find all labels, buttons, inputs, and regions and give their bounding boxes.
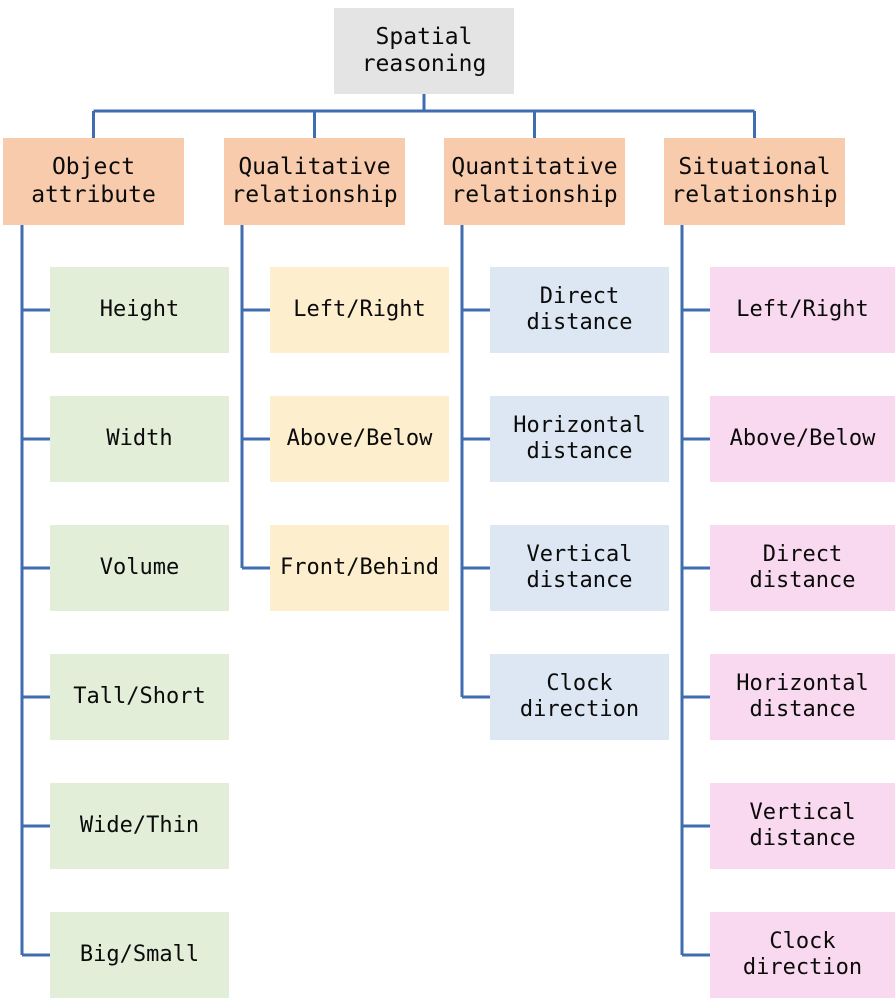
leaf-node-qualitative-relationship-2: Front/Behind <box>270 525 449 611</box>
leaf-node-object-attribute-0: Height <box>50 267 229 353</box>
leaf-node-situational-relationship-5: Clock direction <box>710 912 895 998</box>
category-node-quantitative-relationship: Quantitative relationship <box>444 138 625 225</box>
leaf-node-quantitative-relationship-2: Vertical distance <box>490 525 669 611</box>
leaf-node-quantitative-relationship-1: Horizontal distance <box>490 396 669 482</box>
leaf-node-situational-relationship-4: Vertical distance <box>710 783 895 869</box>
leaf-node-situational-relationship-0: Left/Right <box>710 267 895 353</box>
leaf-node-object-attribute-2: Volume <box>50 525 229 611</box>
leaf-node-object-attribute-3: Tall/Short <box>50 654 229 740</box>
leaf-node-situational-relationship-2: Direct distance <box>710 525 895 611</box>
root-node-spatial-reasoning: Spatial reasoning <box>334 8 514 94</box>
category-node-qualitative-relationship: Qualitative relationship <box>224 138 405 225</box>
leaf-node-situational-relationship-1: Above/Below <box>710 396 895 482</box>
leaf-node-qualitative-relationship-0: Left/Right <box>270 267 449 353</box>
category-node-situational-relationship: Situational relationship <box>664 138 845 225</box>
leaf-node-situational-relationship-3: Horizontal distance <box>710 654 895 740</box>
leaf-node-object-attribute-1: Width <box>50 396 229 482</box>
leaf-node-object-attribute-5: Big/Small <box>50 912 229 998</box>
leaf-node-quantitative-relationship-0: Direct distance <box>490 267 669 353</box>
leaf-node-qualitative-relationship-1: Above/Below <box>270 396 449 482</box>
leaf-node-object-attribute-4: Wide/Thin <box>50 783 229 869</box>
category-node-object-attribute: Object attribute <box>3 138 184 225</box>
leaf-node-quantitative-relationship-3: Clock direction <box>490 654 669 740</box>
